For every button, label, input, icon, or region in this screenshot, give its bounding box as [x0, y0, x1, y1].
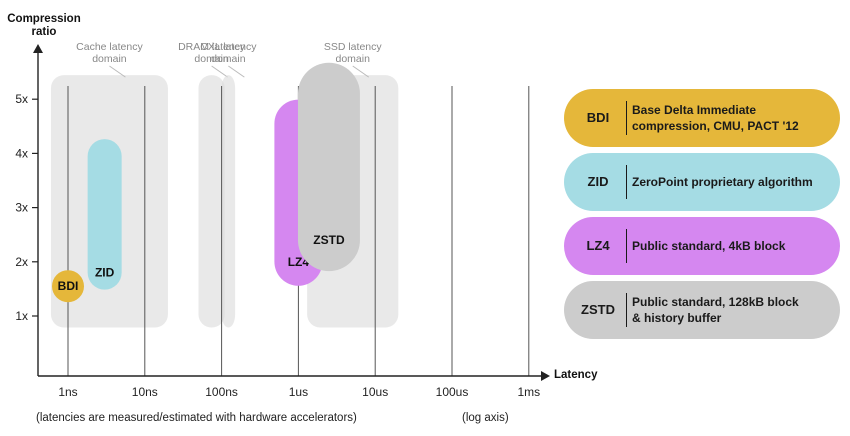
- y-axis-arrow-icon: [33, 44, 43, 53]
- domain-leader-line: [228, 65, 245, 78]
- legend-divider: [626, 101, 627, 135]
- legend-code: ZID: [587, 174, 609, 189]
- log-axis-note: (log axis): [462, 412, 509, 424]
- legend-item-lz4: LZ4 Public standard, 4kB block: [564, 217, 840, 275]
- y-tick-label: 1x: [15, 309, 28, 323]
- x-axis-arrow-icon: [541, 371, 550, 381]
- legend-divider: [626, 293, 627, 327]
- measurement-note: (latencies are measured/estimated with h…: [36, 412, 357, 424]
- x-tick-label: 1us: [289, 385, 308, 399]
- y-tick-label: 3x: [15, 201, 28, 215]
- domain-leader-line: [352, 65, 370, 78]
- y-tick-label: 5x: [15, 92, 28, 106]
- legend-description: ZeroPoint proprietary algorithm: [632, 175, 813, 189]
- x-axis-title: Latency: [554, 369, 598, 381]
- latency-domain-region: [198, 75, 225, 328]
- x-tick-label: 10us: [362, 385, 388, 399]
- domain-leader-line: [109, 65, 126, 78]
- latency-domain-region: [221, 75, 236, 328]
- x-tick-label: 1ns: [58, 385, 77, 399]
- legend-item-zstd: ZSTD Public standard, 128kB block& histo…: [564, 281, 840, 339]
- y-tick-label: 2x: [15, 255, 28, 269]
- x-tick-label: 100us: [436, 385, 469, 399]
- legend-description: Base Delta Immediate compression, CMU, P…: [632, 103, 799, 133]
- legend-description: Public standard, 4kB block: [632, 239, 786, 253]
- algorithm-range-zstd: [297, 62, 360, 272]
- legend: BDI Base Delta Immediate compression, CM…: [564, 89, 840, 345]
- algorithm-range-zid: [87, 139, 122, 290]
- legend-divider: [626, 229, 627, 263]
- legend-divider: [626, 165, 627, 199]
- legend-code: ZSTD: [581, 302, 615, 317]
- legend-code: BDI: [586, 110, 610, 125]
- x-tick-label: 100ns: [205, 385, 238, 399]
- algorithm-range-bdi: [52, 270, 84, 303]
- x-tick-label: 10ns: [132, 385, 158, 399]
- legend-item-bdi: BDI Base Delta Immediate compression, CM…: [564, 89, 840, 147]
- domain-leader-line: [211, 65, 228, 78]
- legend-description: Public standard, 128kB block& history bu…: [632, 295, 799, 325]
- algorithm-label-zid: ZID: [95, 266, 115, 280]
- algorithm-label-bdi: BDI: [58, 279, 79, 293]
- y-tick-label: 4x: [15, 146, 28, 160]
- legend-item-zid: ZID ZeroPoint proprietary algorithm: [564, 153, 840, 211]
- x-tick-label: 1ms: [517, 385, 540, 399]
- algorithm-label-zstd: ZSTD: [313, 233, 345, 247]
- legend-code: LZ4: [586, 238, 610, 253]
